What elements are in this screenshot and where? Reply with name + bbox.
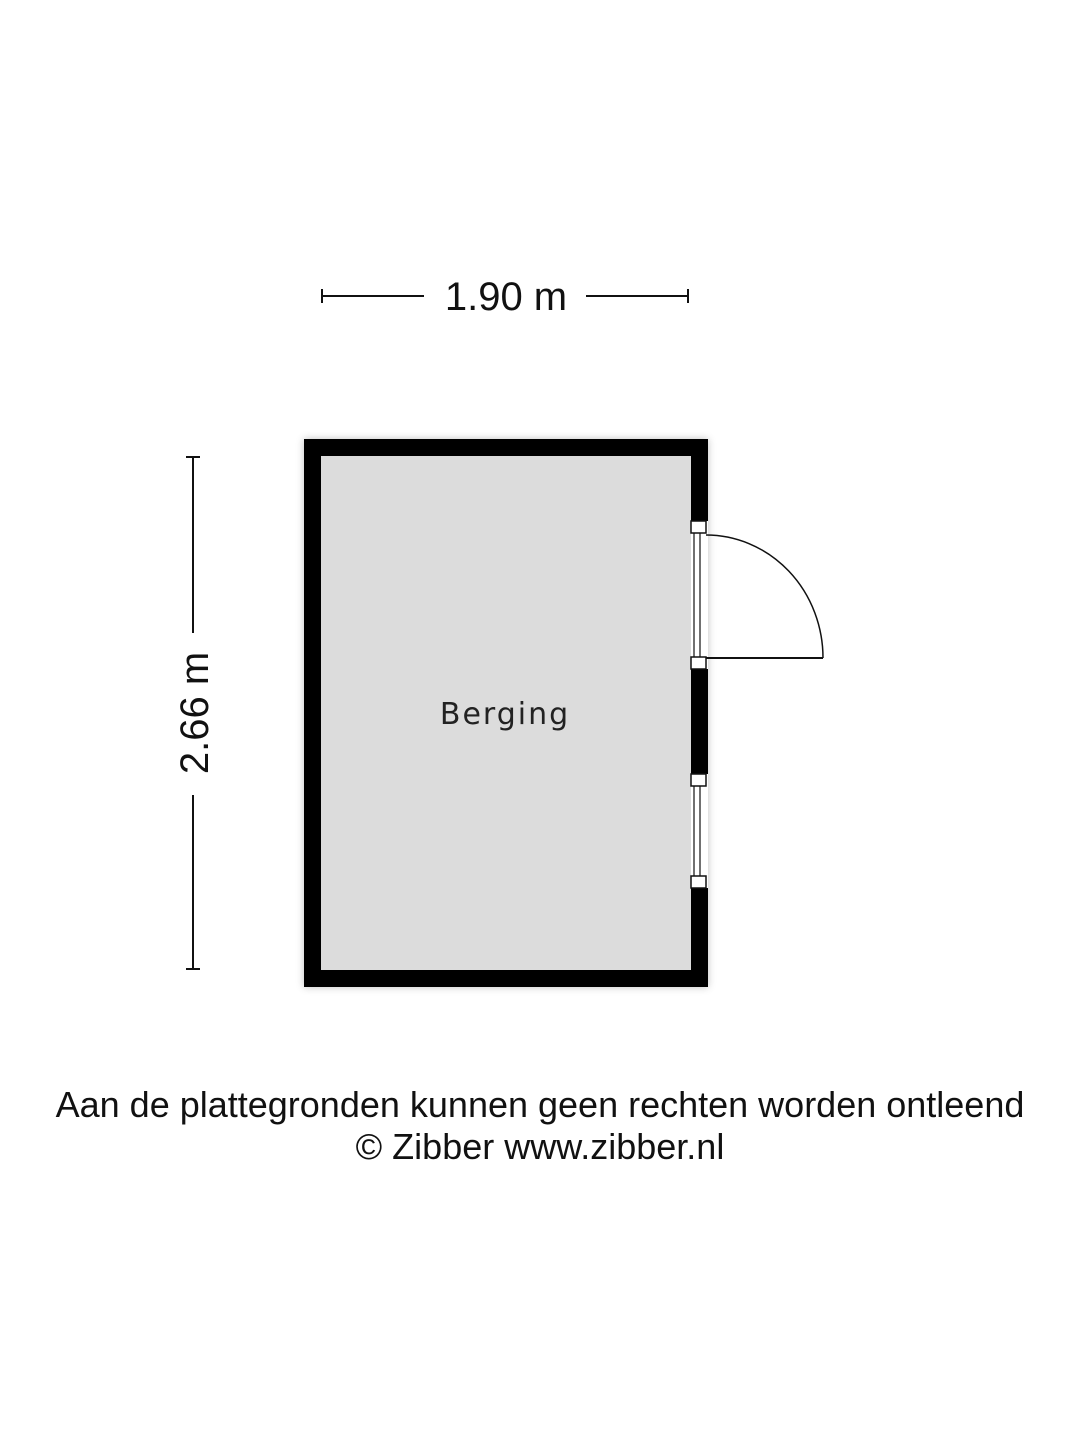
door-jamb-bottom — [690, 656, 707, 670]
window-jamb-top — [690, 773, 707, 787]
copyright-text: © Zibber www.zibber.nl — [355, 1126, 725, 1167]
window-jamb-bottom — [690, 875, 707, 889]
width-dimension: 1.90 m — [321, 275, 689, 319]
room-floor — [321, 456, 691, 970]
door-jamb-top — [690, 520, 707, 534]
door — [690, 520, 824, 670]
room-label: Berging — [440, 697, 570, 732]
height-dimension-label: 2.66 m — [173, 652, 217, 774]
door-swing-arc — [705, 534, 824, 659]
window — [690, 773, 708, 889]
width-dimension-label: 1.90 m — [445, 275, 567, 319]
disclaimer-text: Aan de plattegronden kunnen geen rechten… — [55, 1084, 1025, 1125]
height-dimension: 2.66 m — [173, 456, 217, 970]
room-berging: Berging — [304, 439, 824, 987]
